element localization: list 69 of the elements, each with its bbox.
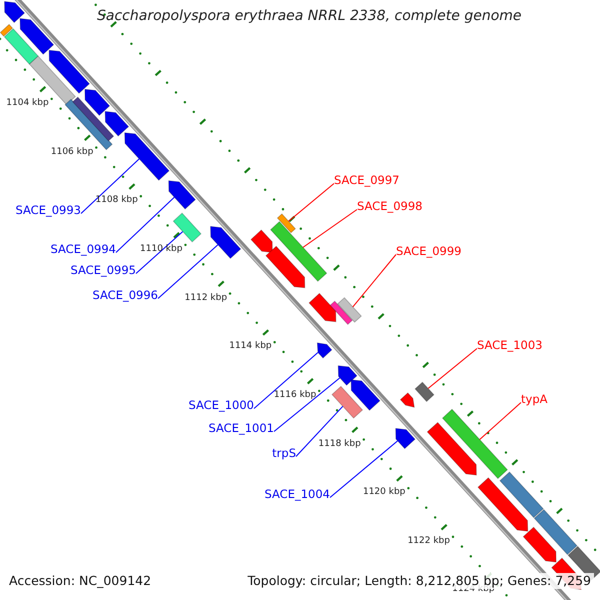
gene-block xyxy=(276,213,296,234)
tick-label: 1112 kbp xyxy=(184,292,228,304)
tick-label: 1116 kbp xyxy=(274,390,316,401)
tick-label: 1118 kbp xyxy=(318,438,361,450)
leader-line xyxy=(274,377,340,432)
gene-block xyxy=(28,56,76,106)
gene-pentagon xyxy=(4,1,26,24)
tick-label: 1108 kbp xyxy=(95,195,138,206)
gene-label: SACE_1000 xyxy=(188,398,254,412)
gene-label: SACE_0994 xyxy=(50,242,116,256)
gene-block xyxy=(72,96,114,142)
gene-label: SACE_1004 xyxy=(264,487,330,501)
gene-block xyxy=(172,212,202,242)
gene-block xyxy=(330,300,353,325)
tick-label: 1106 kbp xyxy=(50,146,94,158)
gene-label: trpS xyxy=(272,446,296,460)
gene-label: SACE_0996 xyxy=(92,288,158,302)
gene-pentagon xyxy=(400,392,415,408)
gene-pentagon xyxy=(168,180,196,210)
gene-block xyxy=(337,297,362,323)
gene-label: SACE_0995 xyxy=(70,263,136,277)
gene-block xyxy=(0,24,14,37)
gene-block xyxy=(499,471,544,518)
gene-block xyxy=(4,28,39,65)
leader-line xyxy=(330,440,398,498)
gene-label: SACE_0993 xyxy=(16,203,81,217)
gene-pentagon xyxy=(48,50,90,94)
gene-label: SACE_0999 xyxy=(396,244,462,258)
gene-pentagon xyxy=(477,477,528,532)
gene-pentagon xyxy=(350,379,380,411)
gene-pentagon xyxy=(338,365,358,386)
gene-pentagon xyxy=(84,88,110,116)
gene-block xyxy=(331,386,364,419)
gene-block xyxy=(270,221,328,282)
gene-pentagon xyxy=(522,526,556,563)
tick-label: 1104 kbp xyxy=(6,98,49,109)
leader-line xyxy=(288,183,334,222)
gene-block xyxy=(442,408,508,480)
tick-label: 1122 kbp xyxy=(408,536,450,547)
leader-line xyxy=(296,406,344,457)
tick-label: 1110 kbp xyxy=(140,244,182,255)
gene-pentagon xyxy=(20,18,54,55)
gene-pentagon xyxy=(426,422,477,476)
gene-pentagon xyxy=(395,428,416,450)
leader-line xyxy=(479,402,522,440)
leader-line xyxy=(254,352,318,409)
gene-pentagon xyxy=(104,110,130,137)
gene-block xyxy=(534,509,578,556)
gene-label: SACE_0997 xyxy=(334,173,400,187)
leader-line xyxy=(80,158,140,214)
gene-label: SACE_0998 xyxy=(357,199,422,213)
gene-pentagon xyxy=(265,246,306,288)
leader-line xyxy=(136,231,184,274)
leader-line xyxy=(302,209,358,248)
leader-line xyxy=(158,244,218,299)
tick-label: 1114 kbp xyxy=(229,341,272,352)
title: Saccharopolyspora erythraea NRRL 2338, complete genome xyxy=(97,9,522,23)
gene-pentagon xyxy=(210,226,242,259)
gene-label: typA xyxy=(521,392,548,406)
gene-pentagon xyxy=(124,132,170,181)
gene-pentagon xyxy=(308,292,336,322)
gene-label: SACE_1003 xyxy=(477,338,542,352)
gene-pentagon xyxy=(316,342,332,359)
leader-line xyxy=(428,348,478,389)
gene-block xyxy=(414,382,434,402)
gene-label: SACE_1001 xyxy=(208,421,274,435)
gene-pentagon xyxy=(250,229,273,253)
leader-line xyxy=(116,196,175,253)
tick-label: 1120 kbp xyxy=(362,487,406,498)
